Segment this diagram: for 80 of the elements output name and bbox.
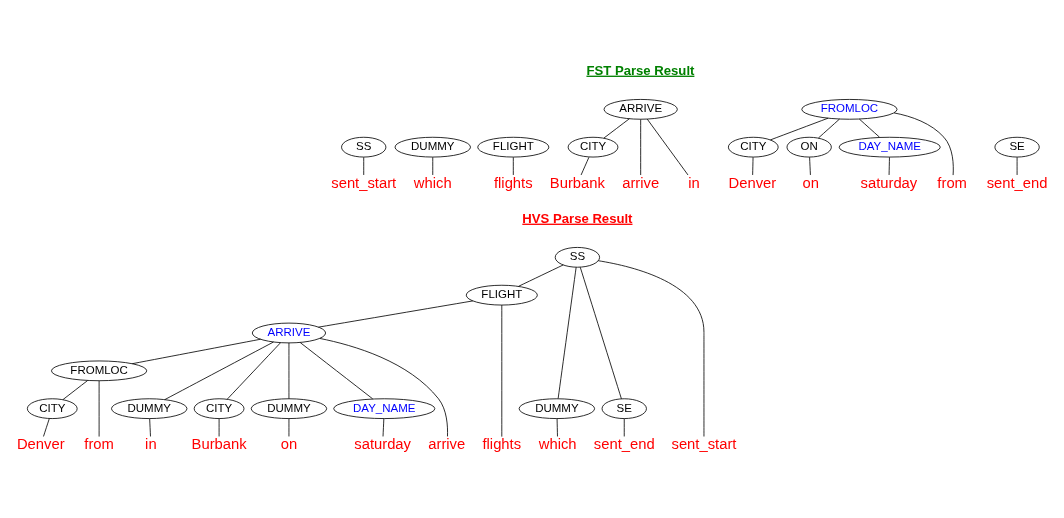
connector [888, 156, 890, 176]
connector [299, 342, 374, 400]
node-text: Burbank [191, 436, 247, 453]
connector [858, 118, 880, 138]
node-ellipse: FROMLOC [801, 99, 898, 120]
connector [623, 418, 625, 437]
node-ellipse: SE [994, 136, 1040, 158]
label: FST Parse Result [586, 62, 695, 78]
node-text: in [145, 436, 157, 453]
connector [226, 342, 281, 400]
node-ellipse: SS [341, 136, 387, 158]
node-ellipse: DUMMY [111, 398, 188, 419]
node-ellipse: DUMMY [250, 398, 328, 419]
connector [131, 338, 261, 365]
connector [603, 118, 630, 139]
node-ellipse: FLIGHT [465, 284, 538, 306]
connector [501, 304, 503, 438]
node-text: saturday [354, 436, 411, 453]
node-text: Burbank [549, 174, 605, 191]
connector [752, 156, 754, 176]
node-ellipse: DUMMY [518, 398, 595, 419]
connector [809, 156, 811, 176]
connector [218, 418, 220, 437]
label: HVS Parse Result [522, 210, 633, 226]
connector [818, 118, 840, 139]
node-text: sent_end [593, 436, 655, 453]
node-text: from [937, 174, 967, 191]
node-ellipse: DAY_NAME [838, 136, 941, 158]
connector [579, 266, 622, 400]
connector [43, 418, 50, 437]
connector [164, 341, 274, 401]
connector [646, 118, 689, 176]
node-text: flights [482, 436, 522, 453]
node-ellipse: DUMMY [394, 136, 471, 158]
node-text: arrive [428, 436, 466, 453]
node-text: flights [493, 174, 533, 191]
node-ellipse: DAY_NAME [333, 398, 436, 419]
node-text: Denver [16, 436, 65, 453]
connector [518, 264, 564, 287]
connector [288, 342, 290, 400]
node-text: from [84, 436, 114, 453]
node-text: in [688, 174, 700, 191]
connector [597, 260, 705, 437]
node-text: Denver [728, 174, 777, 191]
node-ellipse: CITY [567, 136, 619, 158]
node-ellipse: FLIGHT [477, 136, 550, 158]
connector [318, 300, 474, 328]
connector [770, 117, 829, 141]
node-text: sent_start [671, 436, 737, 453]
connector [319, 338, 448, 437]
connector [557, 266, 577, 399]
node-ellipse: ARRIVE [603, 99, 678, 120]
connector [640, 119, 642, 176]
node-text: which [413, 174, 452, 191]
node-ellipse: SE [601, 398, 647, 419]
node-ellipse: FROMLOC [51, 360, 148, 382]
node-text: on [802, 174, 820, 191]
node-text: sent_start [331, 174, 397, 191]
node-ellipse: ON [786, 136, 832, 158]
node-ellipse: CITY [727, 136, 779, 158]
node-text: arrive [622, 174, 660, 191]
node-ellipse: CITY [26, 398, 78, 419]
connector [149, 418, 151, 437]
connector [893, 112, 954, 176]
node-ellipse: ARRIVE [251, 322, 326, 344]
connector [363, 156, 365, 176]
node-text: on [280, 436, 298, 453]
connector [580, 156, 590, 176]
connector [512, 156, 514, 176]
connector [556, 418, 558, 437]
node-ellipse: CITY [193, 398, 245, 419]
connector [432, 156, 434, 176]
connector [62, 380, 88, 400]
connector [288, 418, 290, 437]
node-ellipse: SS [554, 247, 600, 268]
node-text: which [538, 436, 577, 453]
node-text: sent_end [986, 174, 1048, 191]
connector [98, 380, 100, 437]
node-text: saturday [860, 174, 918, 191]
connector [382, 418, 385, 437]
